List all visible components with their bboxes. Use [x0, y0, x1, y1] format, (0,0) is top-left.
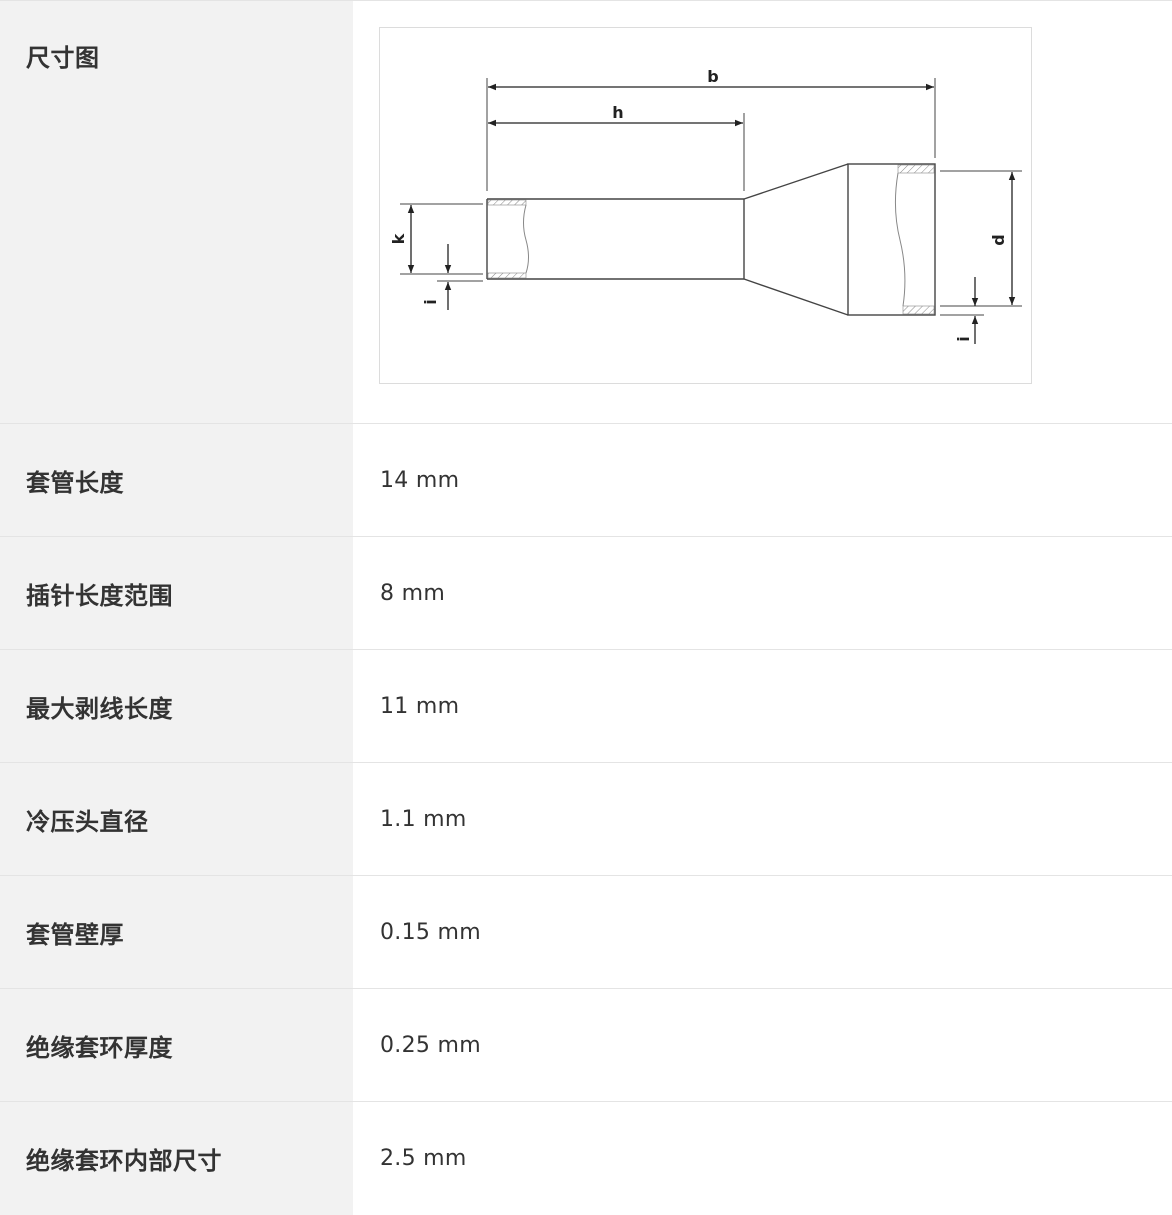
spec-row: 插针长度范围 8 mm: [0, 537, 1172, 650]
spec-label-cell: 冷压头直径: [0, 763, 353, 875]
spec-label: 尺寸图: [26, 44, 100, 72]
spec-value: 8 mm: [380, 580, 446, 606]
spec-row: 冷压头直径 1.1 mm: [0, 763, 1172, 876]
spec-label-cell: 绝缘套环内部尺寸: [0, 1102, 353, 1215]
spec-label: 冷压头直径: [26, 807, 149, 836]
spec-label-cell: 套管壁厚: [0, 876, 353, 988]
spec-label-cell: 插针长度范围: [0, 537, 353, 649]
spec-label-cell: 套管长度: [0, 424, 353, 536]
spec-row: 最大剥线长度 11 mm: [0, 650, 1172, 763]
dim-label-b: b: [707, 67, 718, 86]
spec-value-cell: 1.1 mm: [353, 763, 1172, 875]
spec-value: 2.5 mm: [380, 1146, 467, 1171]
spec-row: 绝缘套环厚度 0.25 mm: [0, 989, 1172, 1102]
spec-label-cell: 最大剥线长度: [0, 650, 353, 762]
dim-label-i-left: i: [421, 299, 440, 304]
spec-value: 1.1 mm: [380, 806, 467, 832]
spec-label: 绝缘套环内部尺寸: [26, 1147, 222, 1175]
spec-label: 套管长度: [26, 468, 124, 497]
spec-row: 套管壁厚 0.15 mm: [0, 876, 1172, 989]
spec-value-cell: b h: [353, 1, 1172, 423]
dimension-diagram: b h: [379, 27, 1032, 384]
spec-value-cell: 0.25 mm: [353, 989, 1172, 1101]
spec-value-cell: 14 mm: [353, 424, 1172, 536]
spec-value: 0.15 mm: [380, 919, 481, 945]
spec-label: 套管壁厚: [26, 920, 124, 949]
spec-row: 绝缘套环内部尺寸 2.5 mm: [0, 1102, 1172, 1215]
spec-row: 套管长度 14 mm: [0, 424, 1172, 537]
spec-label: 最大剥线长度: [26, 694, 173, 723]
spec-value: 0.25 mm: [380, 1032, 481, 1058]
spec-value-cell: 0.15 mm: [353, 876, 1172, 988]
spec-value: 11 mm: [380, 693, 460, 719]
dim-label-i-right: i: [954, 336, 973, 341]
dim-label-h: h: [612, 103, 623, 122]
spec-value-cell: 11 mm: [353, 650, 1172, 762]
spec-label: 绝缘套环厚度: [26, 1033, 173, 1062]
spec-label-cell: 绝缘套环厚度: [0, 989, 353, 1101]
spec-value-cell: 8 mm: [353, 537, 1172, 649]
spec-label: 插针长度范围: [26, 581, 173, 610]
dim-label-d: d: [989, 234, 1008, 245]
spec-label-cell: 尺寸图: [0, 1, 353, 423]
ferrule-drawing: b h: [389, 67, 1022, 344]
spec-value-cell: 2.5 mm: [353, 1102, 1172, 1215]
dim-label-k: k: [389, 233, 408, 244]
spec-row-diagram: 尺寸图: [0, 1, 1172, 424]
spec-value: 14 mm: [380, 467, 460, 493]
